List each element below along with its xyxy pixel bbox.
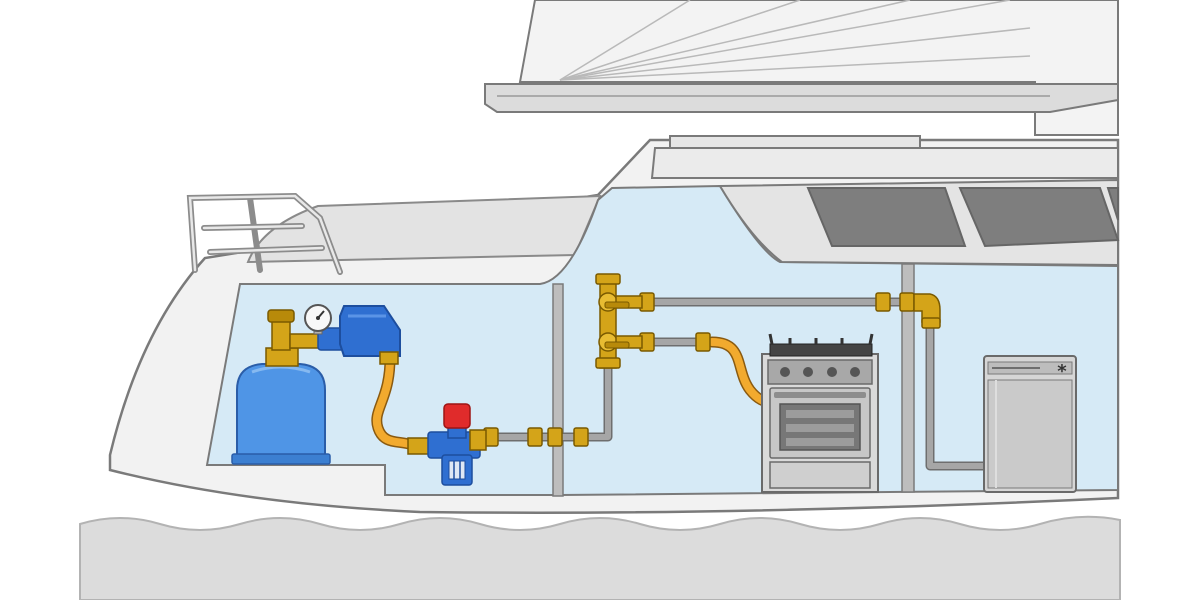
manifold-tee-valve-icon — [595, 273, 643, 369]
pressure-gauge-icon — [304, 304, 332, 335]
water — [79, 515, 1121, 600]
bulkhead-post — [901, 263, 915, 493]
fridge-icon: * — [983, 355, 1077, 493]
cabin-windows — [718, 178, 1120, 267]
sail — [518, 0, 1119, 136]
fridge-snowflake-symbol: * — [1057, 361, 1067, 382]
brass-fittings — [483, 292, 941, 447]
pressure-regulator-icon — [289, 305, 401, 365]
bulkhead-post — [552, 283, 564, 497]
safety-shutoff-valve-icon — [407, 403, 487, 486]
boom — [484, 83, 1119, 113]
stove-oven-icon — [761, 333, 879, 493]
gas-cylinder-icon — [231, 309, 331, 465]
